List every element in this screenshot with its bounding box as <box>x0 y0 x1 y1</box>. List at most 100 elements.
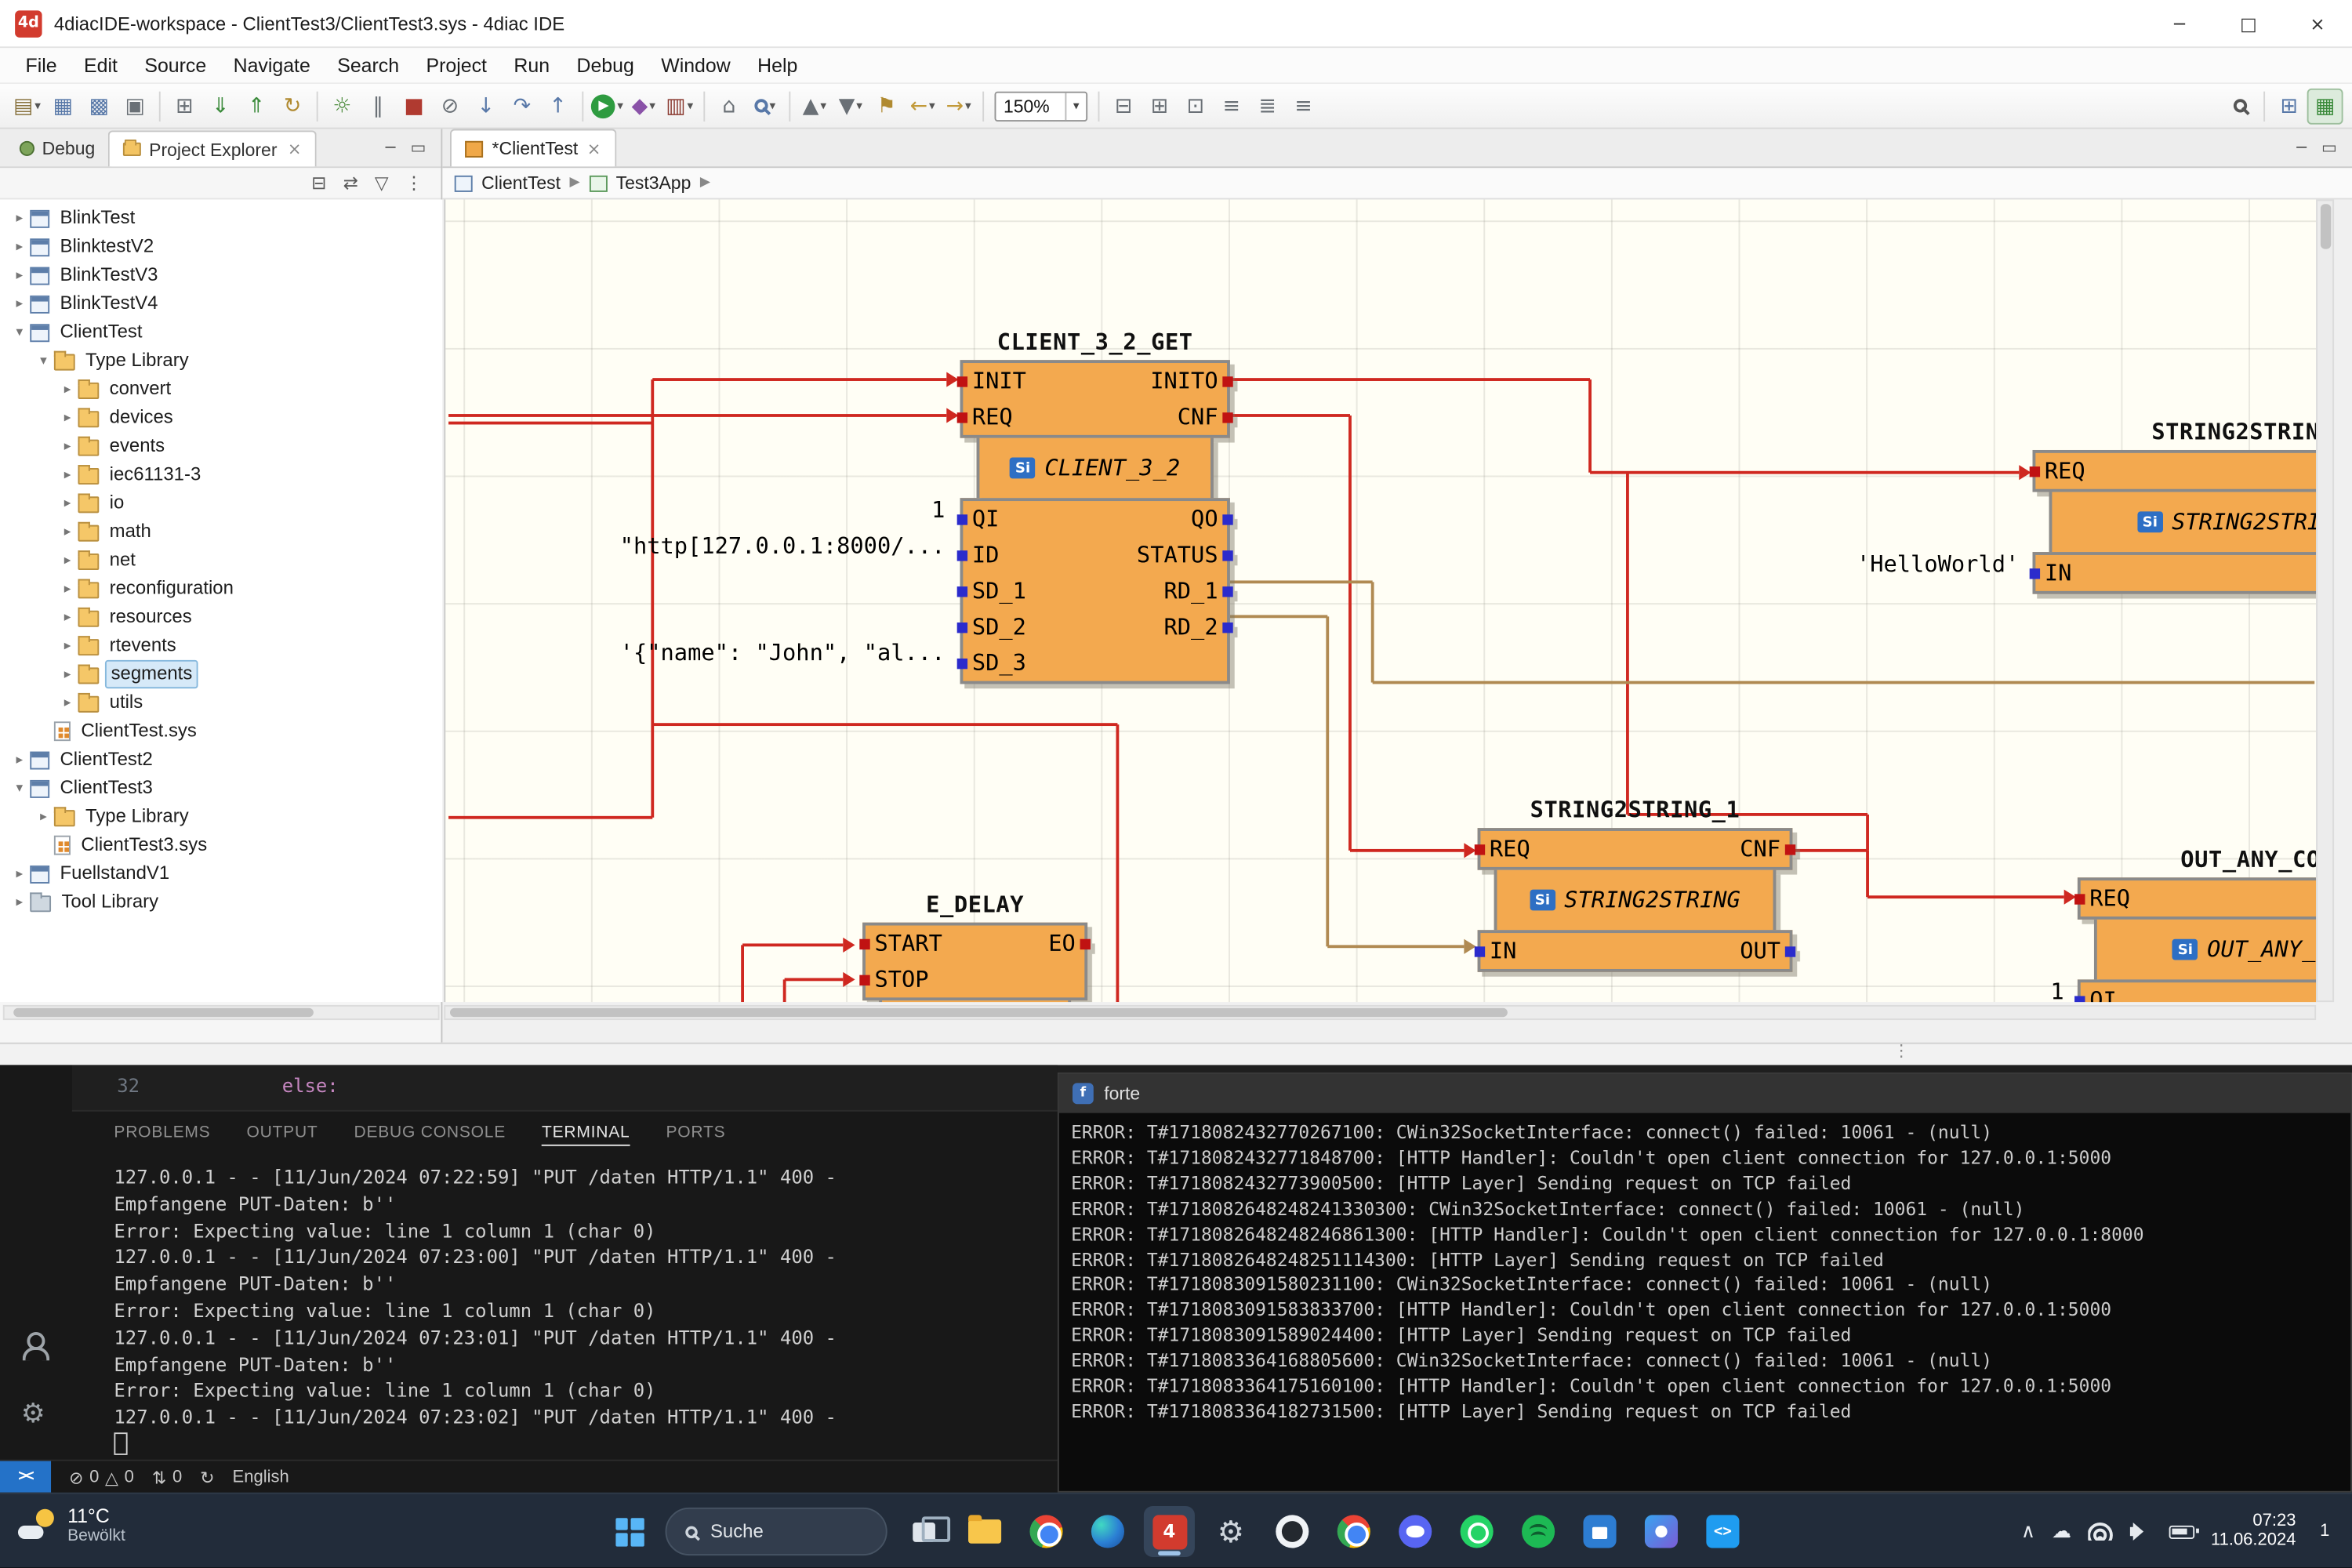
toolbar-icon-step-return[interactable]: ↑ <box>540 88 576 124</box>
tree-expand-icon[interactable]: ▸ <box>9 753 30 768</box>
toolbar-icon-pause[interactable]: ‖ <box>360 88 396 124</box>
event-input-pin[interactable]: REQ <box>2089 885 2130 912</box>
data-input-pin[interactable]: SD_3 <box>972 649 1026 676</box>
dropdown-caret-icon[interactable]: ▾ <box>34 99 41 112</box>
toolbar-icon-open-perspective[interactable]: ⊞ <box>2271 88 2307 124</box>
event-input-pin[interactable]: REQ <box>1490 836 1530 862</box>
pin-value-literal[interactable]: 'HelloWorld' <box>1857 550 2019 577</box>
event-input-pin[interactable]: REQ <box>2045 458 2085 485</box>
menu-edit[interactable]: Edit <box>71 47 131 83</box>
event-connection[interactable] <box>1230 378 1590 381</box>
tree-item-resources[interactable]: ▸resources <box>0 603 442 631</box>
pin-value-literal[interactable]: '{"name": "John", "al... <box>620 639 946 666</box>
data-input-pin[interactable]: SD_2 <box>972 614 1026 641</box>
tree-item-rtevents[interactable]: ▸rtevents <box>0 631 442 659</box>
collapse-all-icon[interactable]: ⊟ <box>311 172 326 194</box>
zoom-dropdown-icon[interactable]: ▾ <box>1065 93 1086 119</box>
event-connection[interactable] <box>651 423 654 818</box>
view-menu-icon[interactable]: ⋮ <box>405 172 423 194</box>
data-connection[interactable] <box>1371 582 1374 682</box>
pin-value-literal[interactable]: 1 <box>2050 978 2063 1002</box>
toolbar-icon-search-menu[interactable]: ▾ <box>747 88 783 124</box>
tree-item-devices[interactable]: ▸devices <box>0 404 442 432</box>
taskbar-app-github[interactable] <box>1267 1506 1318 1557</box>
tree-item-type-library[interactable]: ▾Type Library <box>0 347 442 375</box>
menu-search[interactable]: Search <box>324 47 412 83</box>
tree-expand-icon[interactable]: ▸ <box>57 524 78 539</box>
toolbar-icon-last-edit-location[interactable]: ⚑ <box>869 88 905 124</box>
event-connection[interactable] <box>1590 471 2019 474</box>
data-connection[interactable] <box>1327 945 1464 948</box>
minimize-button[interactable]: ─ <box>2145 0 2214 46</box>
weather-widget[interactable]: 11°C Bewölkt <box>18 1504 125 1545</box>
event-connection[interactable] <box>742 943 843 946</box>
menu-help[interactable]: Help <box>744 47 811 83</box>
tree-item-reconfiguration[interactable]: ▸reconfiguration <box>0 575 442 603</box>
toolbar-icon-align-left[interactable]: ≡ <box>1214 88 1250 124</box>
panel-tab-output[interactable]: OUTPUT <box>246 1112 318 1152</box>
volume-icon[interactable] <box>2130 1523 2153 1541</box>
tree-expand-icon[interactable]: ▸ <box>57 581 78 596</box>
maximize-view-icon[interactable]: ▭ <box>410 138 426 158</box>
zoom-combo[interactable]: 150%▾ <box>995 91 1088 121</box>
maximize-view-icon[interactable]: ▭ <box>2321 138 2337 158</box>
tree-item-utils[interactable]: ▸utils <box>0 688 442 717</box>
event-connection[interactable] <box>448 816 652 819</box>
forte-title-bar[interactable]: f forte <box>1059 1074 2350 1113</box>
taskbar-app-store[interactable] <box>1574 1506 1625 1557</box>
toolbar-icon-build-all[interactable]: ⊞ <box>166 88 202 124</box>
function-block-string2string_1[interactable]: STRING2STRING_1REQCNFSiSTRING2STRINGINOU… <box>1478 828 1793 972</box>
pin-value-literal[interactable]: "http[127.0.0.1:8000/... <box>620 532 946 559</box>
tree-expand-icon[interactable]: ▸ <box>9 296 30 311</box>
tree-expand-icon[interactable]: ▸ <box>57 410 78 425</box>
tree-item-tool-library[interactable]: ▸Tool Library <box>0 888 442 916</box>
forte-console-output[interactable]: ERROR: T#1718082432770267100: CWin32Sock… <box>1059 1113 2350 1432</box>
toolbar-icon-split-vertical[interactable]: ⊞ <box>1142 88 1178 124</box>
battery-icon[interactable] <box>2169 1525 2194 1538</box>
tree-expand-icon[interactable]: ▸ <box>57 439 78 454</box>
data-input-pin[interactable]: QI <box>2089 987 2117 1002</box>
panel-tab-ports[interactable]: PORTS <box>666 1112 725 1152</box>
tree-item-clienttest3[interactable]: ▾ClientTest3 <box>0 774 442 802</box>
dropdown-caret-icon[interactable]: ▾ <box>856 99 862 112</box>
toolbar-icon-debug[interactable]: ☼ <box>324 88 360 124</box>
data-connection[interactable] <box>1373 681 2315 684</box>
taskbar-app-file-explorer[interactable] <box>960 1506 1011 1557</box>
toolbar-icon-next-annotation[interactable]: ▼▾ <box>833 88 869 124</box>
errors-status[interactable]: ⊘0△0 <box>69 1466 134 1487</box>
event-connection[interactable] <box>1348 416 1352 851</box>
event-input-pin[interactable]: INIT <box>972 368 1026 394</box>
onedrive-cloud-icon[interactable]: ☁ <box>2052 1520 2071 1543</box>
event-input-pin[interactable]: STOP <box>874 966 928 993</box>
toolbar-icon-step-over[interactable]: ↷ <box>504 88 540 124</box>
panel-drag-handle[interactable]: ⋮ <box>1893 1041 1910 1061</box>
breadcrumb-item-clienttest[interactable]: ClientTest <box>481 172 561 194</box>
toolbar-icon-download-to-device[interactable]: ⇓ <box>202 88 238 124</box>
data-input-pin[interactable]: IN <box>1490 938 1517 964</box>
data-output-pin[interactable]: RD_2 <box>1163 614 1218 641</box>
toolbar-icon-save-all[interactable]: ▩ <box>81 88 117 124</box>
event-connection[interactable] <box>448 422 652 425</box>
tree-item-blinktest[interactable]: ▸BlinkTest <box>0 204 442 232</box>
minimize-view-icon[interactable]: ─ <box>2296 138 2307 158</box>
dropdown-caret-icon[interactable]: ▾ <box>688 99 694 112</box>
tree-item-clienttest3-sys[interactable]: ClientTest3.sys <box>0 831 442 859</box>
event-connection[interactable] <box>448 414 946 417</box>
function-block-out_any_con[interactable]: OUT_ANY_CONREQSiOUT_ANY_COQI <box>2078 877 2316 1002</box>
event-connection[interactable] <box>1626 473 1629 815</box>
function-block-e_delay[interactable]: E_DELAYSTARTEOSTOP <box>862 923 1087 1002</box>
menu-debug[interactable]: Debug <box>563 47 648 83</box>
tree-item-blinktestv4[interactable]: ▸BlinkTestV4 <box>0 289 442 318</box>
data-connection[interactable] <box>1230 580 1373 583</box>
data-input-pin[interactable]: IN <box>2045 560 2072 586</box>
tree-item-math[interactable]: ▸math <box>0 517 442 546</box>
tree-expand-icon[interactable]: ▸ <box>9 268 30 283</box>
tree-item-net[interactable]: ▸net <box>0 546 442 574</box>
filter-icon[interactable]: ▽ <box>375 172 389 194</box>
menu-navigate[interactable]: Navigate <box>220 47 324 83</box>
toolbar-icon-coverage[interactable]: ▥▾ <box>662 88 698 124</box>
menu-project[interactable]: Project <box>412 47 500 83</box>
event-input-pin[interactable]: START <box>874 930 942 956</box>
tree-item-type-library[interactable]: ▸Type Library <box>0 803 442 831</box>
data-input-pin[interactable]: SD_1 <box>972 578 1026 604</box>
